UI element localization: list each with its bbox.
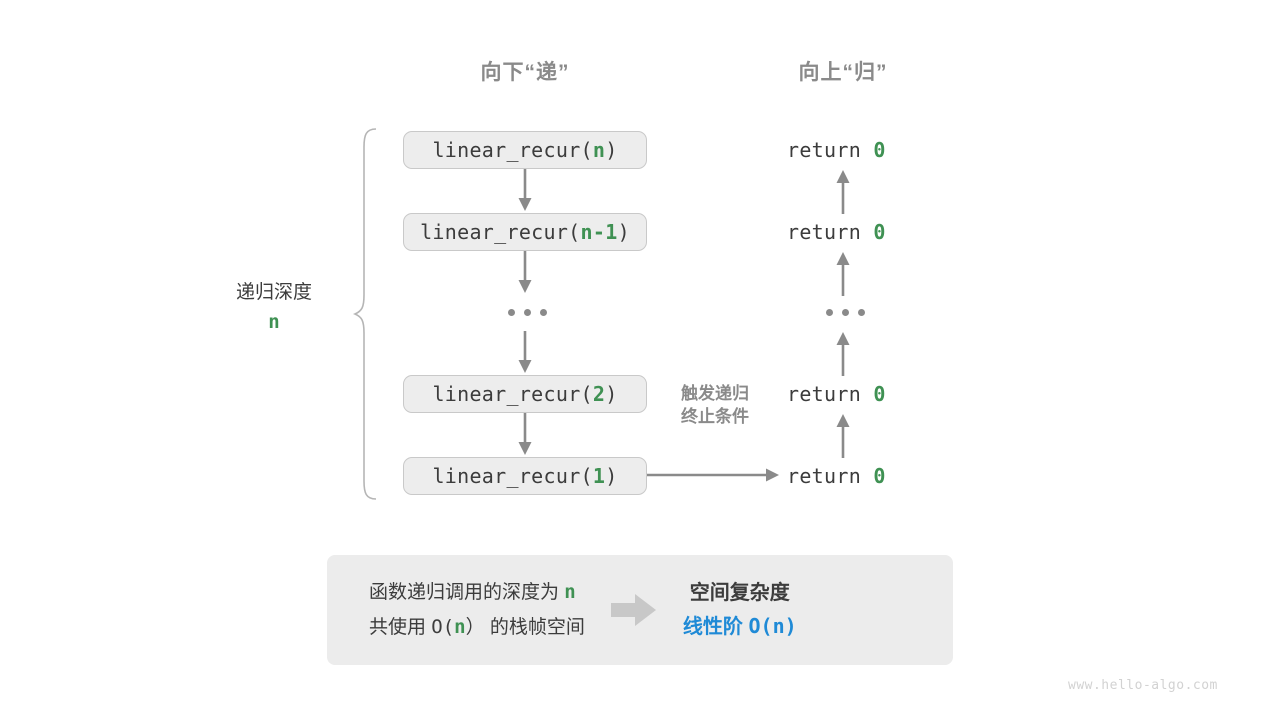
up-arrow-3 [836, 332, 850, 376]
return-value: 0 [873, 138, 886, 162]
down-arrow-1 [518, 169, 532, 211]
return-value: 0 [873, 464, 886, 488]
summary-space-bigo-open: O( [431, 616, 455, 638]
column-header-ascend: 向上“归” [798, 61, 888, 84]
return-value: 0 [873, 220, 886, 244]
summary-complexity-bigo: O(n) [748, 613, 797, 638]
call-box-2-arg: 2 [592, 382, 606, 406]
ellipsis-dot [524, 309, 531, 316]
call-box-2-suffix: ) [605, 382, 618, 406]
ellipsis-dot [858, 309, 865, 316]
summary-depth-n: n [564, 581, 576, 603]
call-box-n-prefix: linear_recur( [432, 138, 593, 162]
summary-complexity-title: 空间复杂度 [689, 581, 790, 604]
ellipsis-dot [508, 309, 515, 316]
ellipsis-dot [842, 309, 849, 316]
summary-space-d: 的栈帧空间 [484, 617, 585, 638]
summary-complexity-order: 线性阶 [682, 615, 749, 638]
return-label-4: return 0 [787, 464, 886, 488]
summary-space-bigo-close: ） [465, 617, 485, 638]
summary-left-text: 函数递归调用的深度为 n 共使用 O(n） 的栈帧空间 [327, 575, 585, 645]
recursion-depth-text: 递归深度 [235, 282, 312, 303]
right-block-arrow-icon [610, 594, 656, 626]
up-arrow-2 [836, 252, 850, 296]
trigger-condition-label: 触发递归 终止条件 [655, 382, 775, 428]
return-label-2: return 0 [787, 220, 886, 244]
return-keyword: return [787, 220, 862, 244]
call-box-n-arg: n [592, 138, 606, 162]
return-ellipsis [826, 309, 865, 316]
ellipsis-dot [826, 309, 833, 316]
return-label-3: return 0 [787, 382, 886, 406]
down-arrow-2 [518, 251, 532, 293]
down-arrow-4 [518, 413, 532, 455]
call-box-n-1-arg: n-1 [580, 220, 618, 244]
base-case-arrow [647, 468, 779, 482]
summary-space-a: 共使用 [369, 617, 432, 638]
call-box-n-1-prefix: linear_recur( [420, 220, 581, 244]
column-header-descend: 向下“递” [480, 61, 570, 84]
trigger-condition-line2: 终止条件 [681, 407, 749, 426]
call-box-1-prefix: linear_recur( [432, 464, 593, 488]
call-box-1-arg: 1 [592, 464, 606, 488]
call-box-2-prefix: linear_recur( [432, 382, 593, 406]
return-keyword: return [787, 382, 862, 406]
return-value: 0 [873, 382, 886, 406]
call-box-n-1: linear_recur(n-1) [403, 213, 647, 251]
return-keyword: return [787, 464, 862, 488]
call-box-n-suffix: ) [605, 138, 618, 162]
summary-depth-text: 函数递归调用的深度为 [369, 582, 565, 603]
summary-space-n: n [454, 616, 466, 638]
watermark: www.hello-algo.com [1068, 678, 1218, 693]
summary-right-text: 空间复杂度 线性阶 O(n) [683, 577, 797, 644]
summary-arrow-container [585, 593, 683, 627]
summary-complexity-value: 线性阶 O(n) [683, 610, 797, 644]
trigger-condition-line1: 触发递归 [681, 384, 749, 403]
recursion-depth-brace [352, 128, 377, 500]
recursion-depth-label: 递归深度 n [174, 278, 374, 336]
call-stack-ellipsis [508, 309, 547, 316]
call-box-2: linear_recur(2) [403, 375, 647, 413]
recursion-depth-value: n [268, 311, 280, 333]
call-box-n-1-suffix: ) [617, 220, 630, 244]
summary-space-line: 共使用 O(n） 的栈帧空间 [369, 610, 585, 645]
return-keyword: return [787, 138, 862, 162]
summary-panel: 函数递归调用的深度为 n 共使用 O(n） 的栈帧空间 空间复杂度 线性阶 O(… [327, 555, 953, 665]
call-box-1-suffix: ) [605, 464, 618, 488]
down-arrow-3 [518, 331, 532, 373]
up-arrow-1 [836, 170, 850, 214]
up-arrow-4 [836, 414, 850, 458]
return-label-1: return 0 [787, 138, 886, 162]
call-box-n: linear_recur(n) [403, 131, 647, 169]
summary-depth-line: 函数递归调用的深度为 n [369, 575, 585, 610]
call-box-1: linear_recur(1) [403, 457, 647, 495]
ellipsis-dot [540, 309, 547, 316]
